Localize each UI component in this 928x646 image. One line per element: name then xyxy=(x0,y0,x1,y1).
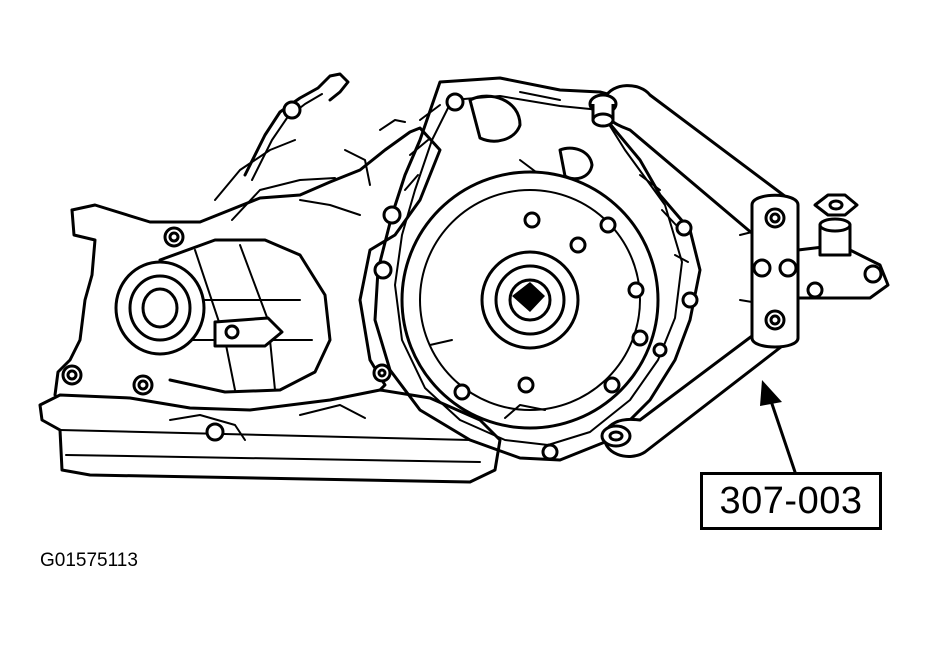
callout-leader-arrow xyxy=(760,380,797,474)
transmission-case xyxy=(38,72,502,484)
figure-id-label: G01575113 xyxy=(40,550,138,571)
holding-fixture-307-003 xyxy=(588,84,890,458)
output-shaft-housing xyxy=(114,238,332,394)
tool-number-callout: 307-003 xyxy=(700,472,882,530)
tool-number-label: 307-003 xyxy=(719,479,863,522)
torque-converter xyxy=(400,170,668,430)
